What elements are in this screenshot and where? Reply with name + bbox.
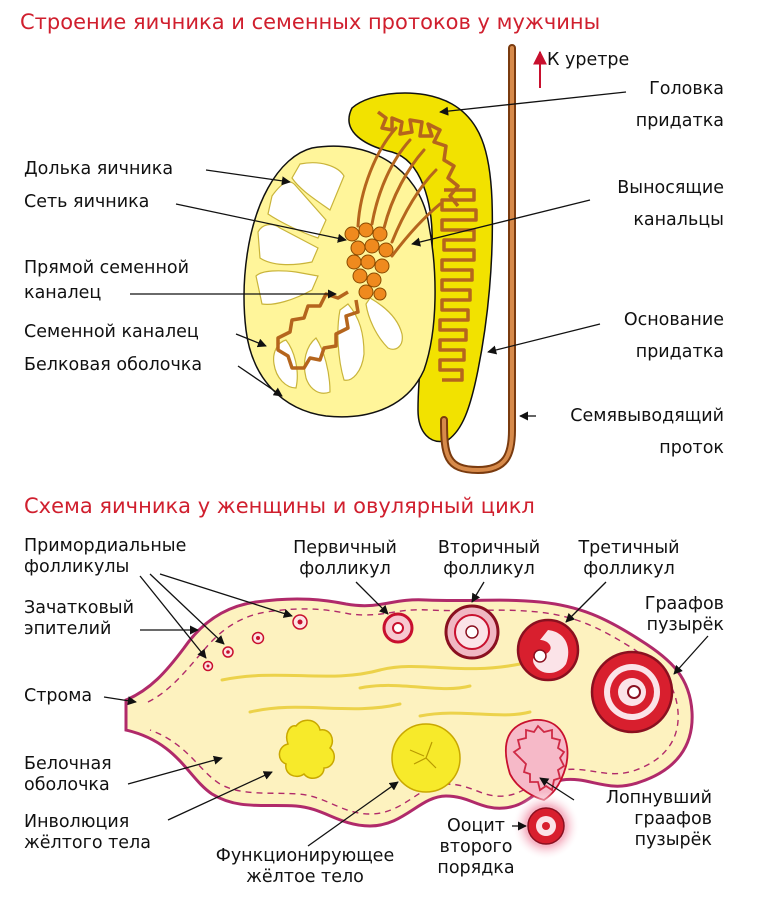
lobule [255, 270, 319, 305]
male-testis-illustration [243, 44, 547, 475]
germinal-epithelium [147, 608, 679, 815]
stroma-line [220, 662, 522, 682]
rete-cell [352, 268, 368, 284]
label-ductus-deferens: Семявыводящий проток [570, 406, 724, 458]
label-tunica-albuginea: Белковая оболочка [24, 355, 203, 375]
pointer-efferent [411, 199, 591, 247]
pointer-primordial [159, 573, 293, 618]
rete-cell [378, 242, 394, 258]
pointer-seminiferous [235, 333, 267, 348]
label-to-urethra: К уретре [547, 50, 630, 70]
label-corpus-luteum-involution: Инволюция жёлтого тела [24, 812, 151, 853]
seminiferous-tubule-coil [276, 290, 360, 370]
rete-cell [350, 240, 366, 256]
efferent-ductule [370, 138, 412, 226]
stroma-line [358, 683, 472, 691]
label-germinal-epithelium: Зачатковый эпителий [24, 598, 134, 639]
pointer-stroma [103, 696, 137, 706]
label-epididymis-head: Головка придатка [635, 79, 724, 131]
rete-cell [364, 238, 380, 254]
efferent-ductule [382, 148, 426, 230]
pointer-tertiary [565, 581, 607, 623]
female-section-title: Схема яичника у женщины и овулярный цикл [24, 494, 535, 518]
lobule [337, 303, 365, 381]
pointer-head [439, 91, 627, 116]
label-functioning-corpus-luteum: Функционирующее жёлтое тело [215, 846, 395, 887]
rete-cell [360, 254, 376, 270]
stroma-line [248, 702, 402, 714]
pointer-albuginea-f [127, 755, 223, 785]
label-secondary-oocyte: Ооцит второго порядка [437, 816, 515, 878]
pointer-lobule [205, 169, 291, 186]
label-efferent-ductules: Выносящие канальцы [617, 178, 724, 230]
label-primary-follicle: Первичный фолликул [293, 538, 397, 579]
pointer-base [487, 323, 601, 355]
label-secondary-follicle: Вторичный фолликул [437, 538, 541, 579]
label-lobule: Долька яичника [24, 159, 174, 179]
pointer-primary [355, 581, 389, 615]
label-rete: Сеть яичника [24, 192, 150, 212]
lobule [365, 297, 403, 350]
pointer-albuginea [237, 365, 283, 397]
efferent-ductule [356, 126, 398, 228]
rete-cell [358, 284, 374, 300]
pointer-graafian [673, 635, 709, 675]
lobule [303, 337, 331, 394]
pointer-burst [539, 777, 575, 801]
stroma-line [418, 710, 532, 718]
male-section-title: Строение яичника и семенных протоков у м… [20, 10, 601, 34]
label-straight-tubule: Прямой семенной каналец [24, 258, 189, 303]
pointer-primordial [149, 573, 225, 645]
rete-cell [366, 272, 382, 288]
involuting-corpus-luteum [278, 719, 335, 779]
label-seminiferous-tubule: Семенной каналец [24, 322, 199, 342]
pointer-secondary [471, 581, 485, 603]
label-burst-follicle: Лопнувший граафов пузырёк [605, 788, 712, 850]
epididymis-head-coil [376, 110, 460, 208]
label-epididymis-base: Основание придатка [623, 310, 724, 362]
lobule [291, 162, 345, 211]
rete-cell [344, 226, 360, 242]
pointer-functioning [307, 781, 399, 847]
lobule [257, 223, 319, 266]
rete-cell [372, 226, 388, 242]
label-tertiary-follicle: Третичный фолликул [578, 538, 680, 579]
label-tunica-albuginea-female: Белочная оболочка [24, 754, 112, 795]
efferent-ductule [390, 202, 442, 258]
pointer-rete [175, 203, 347, 243]
pointer-involution [167, 771, 273, 821]
label-graafian-follicle: Граафов пузырёк [644, 594, 724, 635]
rete-cell [346, 254, 362, 270]
rete-cell [358, 222, 374, 238]
epididymis-body-coil [438, 188, 478, 382]
rete-cell [373, 287, 387, 301]
rete-cell [374, 258, 390, 274]
pointer-primordial [139, 575, 207, 659]
efferent-ductule [390, 168, 438, 244]
female-ovary-illustration [124, 597, 694, 860]
label-stroma: Строма [24, 686, 93, 706]
label-primordial-follicles: Примордиальные фолликулы [24, 536, 187, 577]
